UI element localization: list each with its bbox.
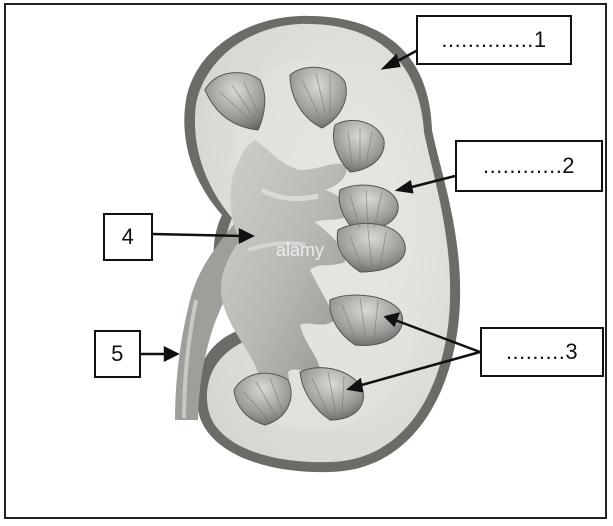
label-box-4[interactable]: 4 (103, 213, 153, 261)
label-1-text: ..............1 (441, 27, 546, 53)
label-box-3[interactable]: .........3 (480, 327, 604, 377)
watermark-text: alamy (276, 240, 324, 261)
label-2-text: ............2 (483, 153, 575, 179)
label-5-text: 5 (111, 341, 124, 367)
label-box-2[interactable]: ............2 (455, 140, 603, 192)
label-box-5[interactable]: 5 (94, 330, 141, 378)
label-box-1[interactable]: ..............1 (416, 15, 572, 65)
label-3-text: .........3 (506, 339, 578, 365)
label-4-text: 4 (122, 224, 135, 250)
